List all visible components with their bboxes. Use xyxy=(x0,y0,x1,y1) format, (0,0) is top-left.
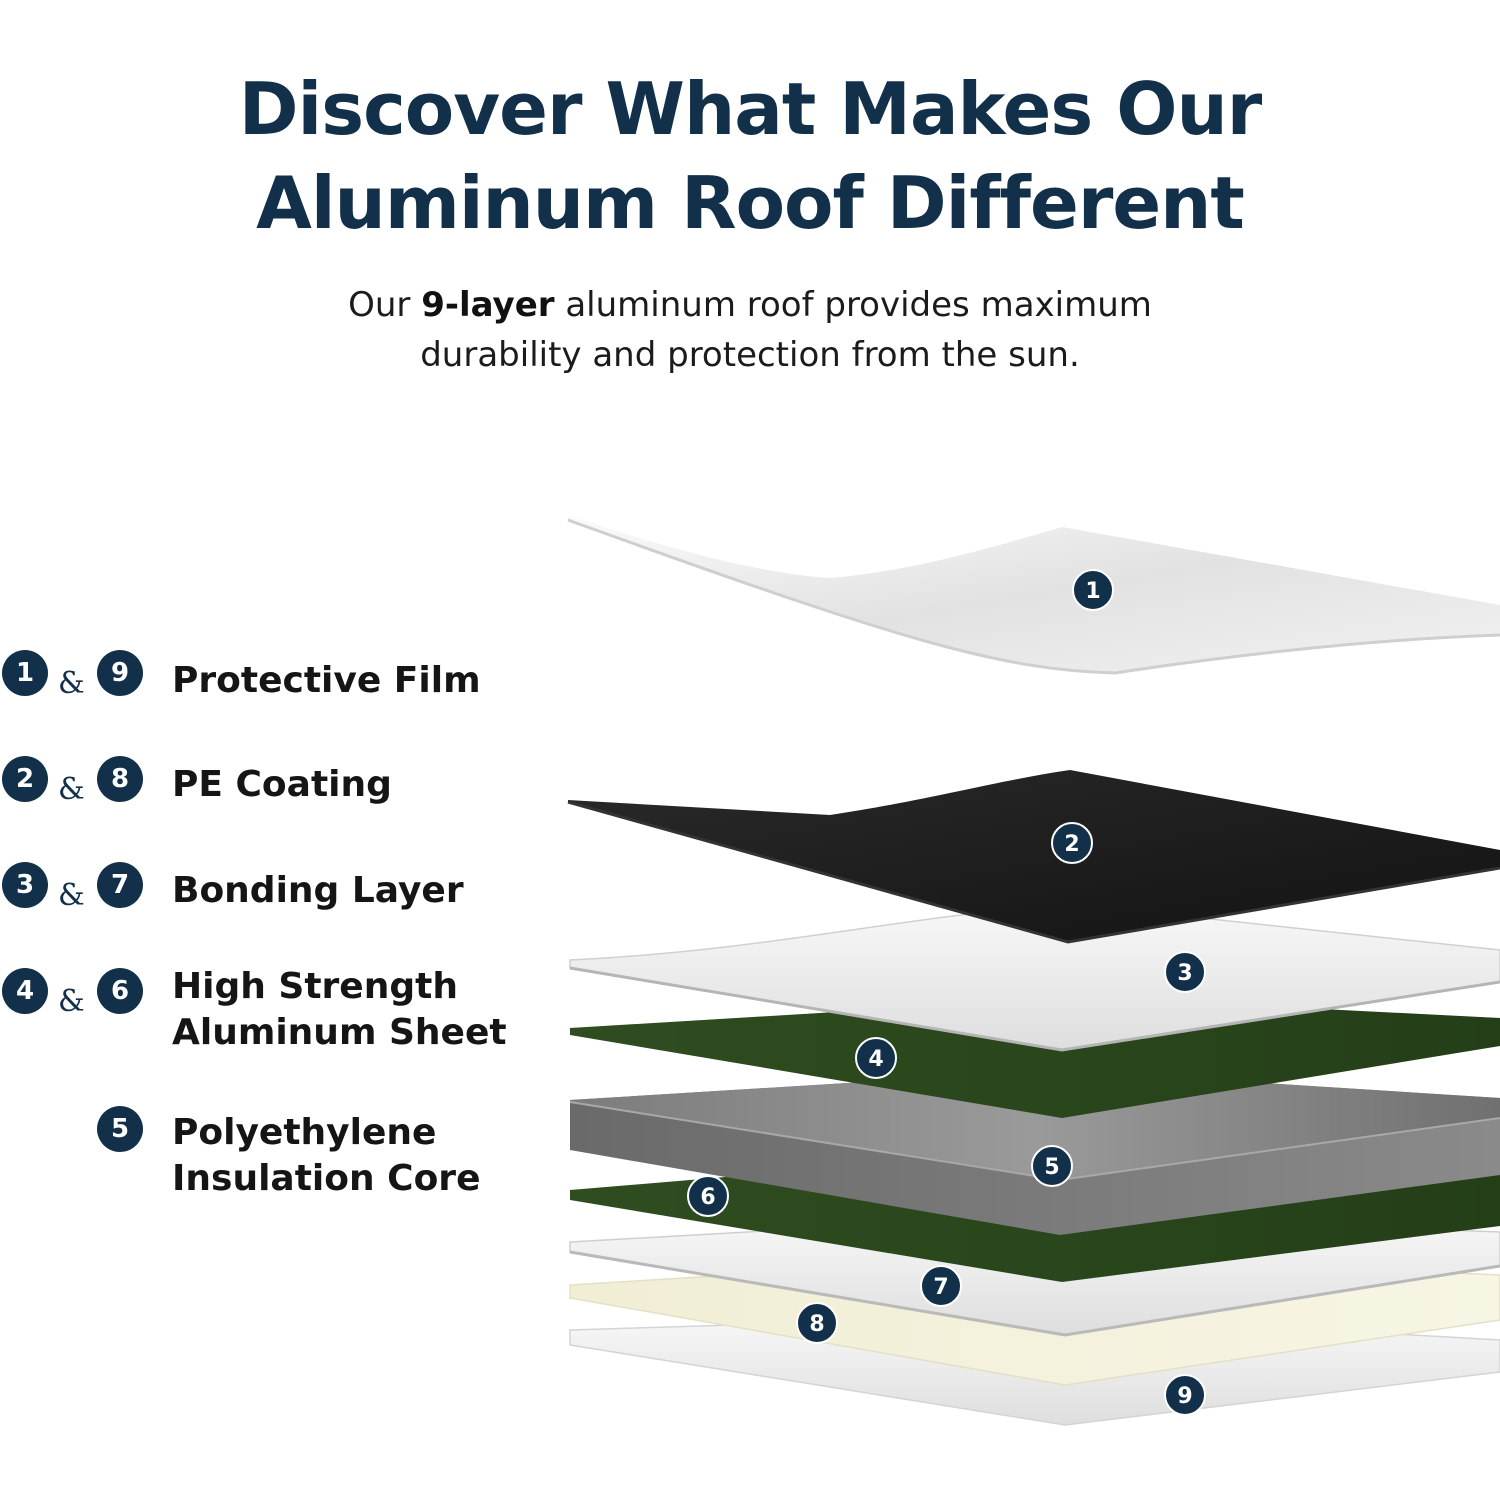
subtitle-prefix: Our xyxy=(348,285,422,325)
legend-label-polyethylene-core: Polyethylene Insulation Core xyxy=(172,1110,480,1202)
layer-2-pe-coating xyxy=(567,770,1500,944)
legend-label-line-1: PE Coating xyxy=(172,764,392,805)
ampersand: & xyxy=(58,984,85,1019)
legend-label-line-1: Protective Film xyxy=(172,660,481,701)
legend-label-line-2: Insulation Core xyxy=(172,1158,481,1199)
badge-6: 6 xyxy=(97,968,143,1014)
badge-3: 3 xyxy=(2,862,48,908)
layer-badge-6-text: 6 xyxy=(700,1185,715,1210)
badge-5: 5 xyxy=(97,1106,143,1152)
badge-1: 1 xyxy=(2,650,48,696)
layer-badge-2-text: 2 xyxy=(1064,832,1079,857)
legend-label-bonding-layer: Bonding Layer xyxy=(172,868,464,914)
subtitle-line-2: durability and protection from the sun. xyxy=(420,335,1080,375)
legend-label-line-1: High Strength xyxy=(172,966,458,1007)
layer-badge-2: 2 xyxy=(1051,822,1093,864)
layer-badge-5: 5 xyxy=(1031,1145,1073,1187)
layer-badge-7-text: 7 xyxy=(933,1275,948,1300)
layer-badge-3-text: 3 xyxy=(1177,961,1192,986)
layer-badge-7: 7 xyxy=(920,1265,962,1307)
layer-badge-6: 6 xyxy=(687,1175,729,1217)
layer-4-aluminum-sheet xyxy=(570,997,1500,1118)
layer-5-polyethylene-core xyxy=(569,1070,1500,1235)
legend-label-line-2: Aluminum Sheet xyxy=(172,1012,507,1053)
layer-badge-5-text: 5 xyxy=(1044,1155,1059,1180)
legend-label-line-1: Bonding Layer xyxy=(172,870,464,911)
title-line-2: Aluminum Roof Different xyxy=(256,161,1245,245)
subtitle-line-1: Our 9-layer aluminum roof provides maxim… xyxy=(0,280,1500,330)
badge-8: 8 xyxy=(97,756,143,802)
badge-4: 4 xyxy=(2,968,48,1014)
ampersand: & xyxy=(58,772,85,807)
legend-label-protective-film: Protective Film xyxy=(172,658,481,704)
layer-badge-4-text: 4 xyxy=(868,1047,883,1072)
badge-2: 2 xyxy=(2,756,48,802)
subtitle-bold: 9-layer xyxy=(421,285,555,325)
layer-badge-4: 4 xyxy=(855,1037,897,1079)
subtitle-suffix: aluminum roof provides maximum xyxy=(554,285,1152,325)
layer-badge-8: 8 xyxy=(796,1302,838,1344)
legend-label-pe-coating: PE Coating xyxy=(172,762,392,808)
layer-badge-9-text: 9 xyxy=(1177,1384,1192,1409)
legend-label-aluminum-sheet: High Strength Aluminum Sheet xyxy=(172,964,507,1056)
page-subtitle: Our 9-layer aluminum roof provides maxim… xyxy=(0,280,1500,380)
layer-badge-8-text: 8 xyxy=(809,1312,824,1337)
badge-7: 7 xyxy=(97,862,143,908)
layer-badge-1: 1 xyxy=(1072,569,1114,611)
layer-1-protective-film xyxy=(567,515,1500,675)
title-line-1: Discover What Makes Our xyxy=(238,67,1262,151)
badge-9: 9 xyxy=(97,650,143,696)
layer-badge-3: 3 xyxy=(1164,951,1206,993)
layer-badge-1-text: 1 xyxy=(1085,579,1100,604)
legend-label-line-1: Polyethylene xyxy=(172,1112,437,1153)
page-title: Discover What Makes Our Aluminum Roof Di… xyxy=(0,62,1500,250)
ampersand: & xyxy=(58,878,85,913)
layer-badge-9: 9 xyxy=(1164,1374,1206,1416)
ampersand: & xyxy=(58,666,85,701)
